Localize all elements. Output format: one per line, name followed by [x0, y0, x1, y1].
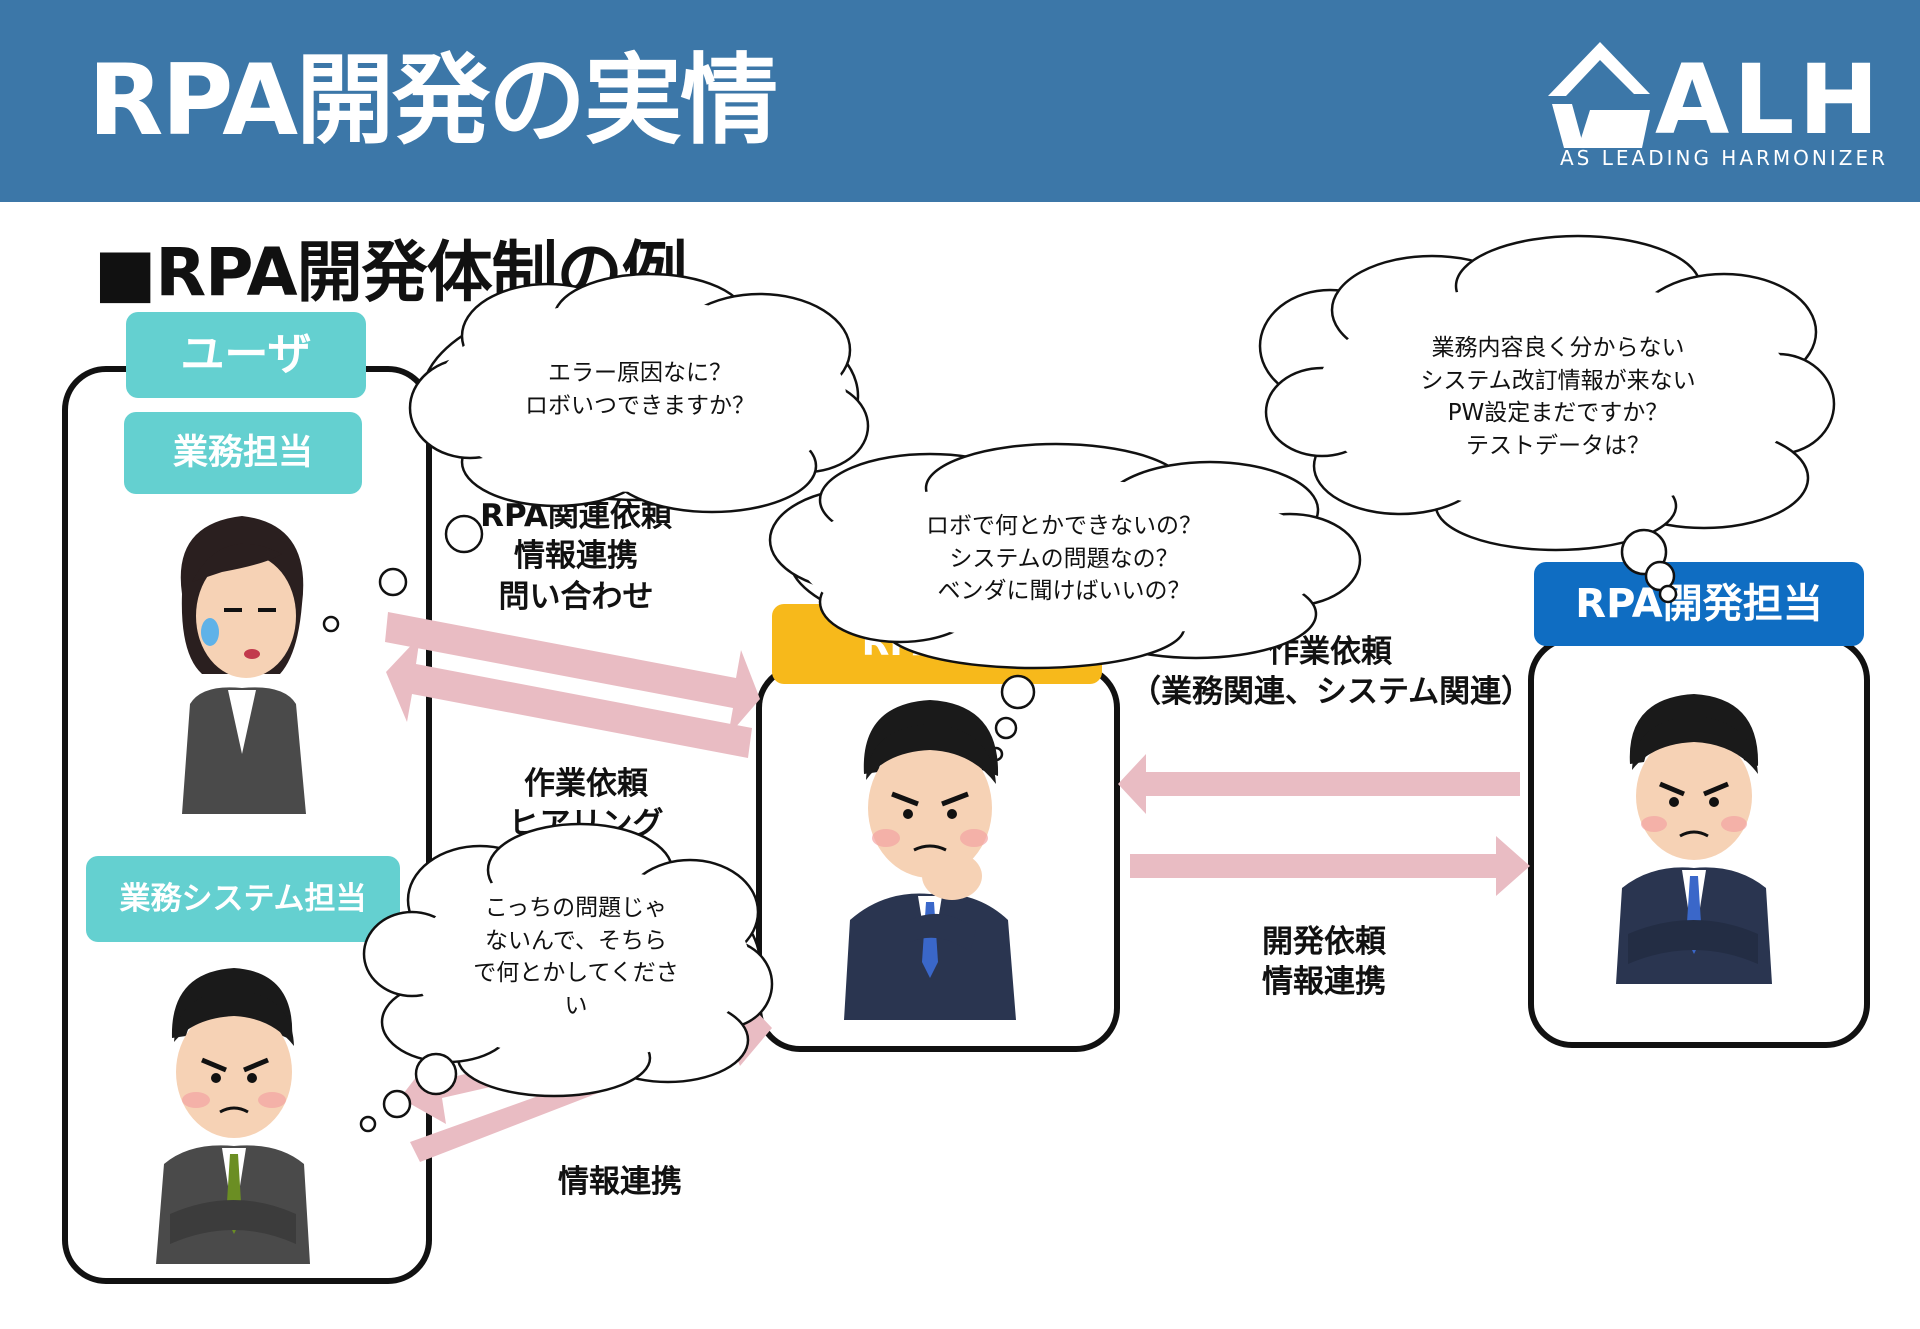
bubble-line: エラー原因なに？: [548, 360, 732, 386]
arrow-promoter-to-developer: [1130, 836, 1530, 896]
bubble-line: PW設定まだですか？: [1447, 400, 1669, 427]
arrow-developer-to-promoter: [1118, 754, 1520, 814]
bubble-line: ないんで、そちら: [485, 927, 667, 954]
flow-line: 情報連携: [558, 1164, 682, 1200]
system-thought-bubble: [359, 822, 774, 1133]
flow-user-to-promoter: RPA関連依頼 情報連携 問い合わせ: [466, 496, 686, 617]
flow-system-to-promoter: 情報連携: [520, 1162, 720, 1202]
bubble-line: テストデータは？: [1466, 432, 1650, 459]
flow-line: 作業依頼: [524, 766, 648, 802]
page-title: RPA開発の実情: [88, 44, 778, 158]
bubble-line: ロボいつできますか？: [525, 392, 755, 419]
arrow-promoter-to-user: [386, 636, 752, 758]
logo-tagline: AS LEADING HARMONIZER: [1560, 146, 1889, 170]
promoter-bubble-text: ロボで何とかできないの？ システムの問題なの？ ベンダに聞けばいいの？: [904, 510, 1224, 608]
bubble-line: システム改訂情報が来ない: [1420, 367, 1696, 394]
flow-line: 問い合わせ: [498, 578, 654, 615]
arrow-user-to-promoter: [385, 612, 760, 736]
bubble-line: 業務内容良く分からない: [1431, 335, 1685, 361]
system-man-icon: [156, 968, 310, 1264]
bubble-line: ロボで何とかできないの？: [926, 513, 1202, 539]
promoter-man-icon: [844, 700, 1016, 1020]
promoter-thought-bubble: [768, 442, 1362, 762]
flow-promoter-to-developer: 開発依頼 情報連携: [1224, 922, 1424, 1003]
flow-line: （業務関連、システム関連）: [1130, 674, 1533, 711]
logo-wordmark: ALH: [1655, 44, 1883, 156]
bubble-line: システムの問題なの？: [949, 545, 1179, 572]
system-bubble-text: こっちの問題じゃ ないんで、そちら で何とかしてくださ い: [456, 892, 696, 1023]
flow-line: 情報連携: [1262, 964, 1386, 1001]
header-bar: [0, 0, 1920, 202]
bubble-line: ベンダに聞けばいいの？: [937, 578, 1191, 605]
bubble-line: で何とかしてくださ: [473, 960, 679, 987]
business-thought-bubble: [322, 272, 870, 633]
bubble-line: い: [564, 992, 588, 1019]
flow-line: 開発依頼: [1262, 924, 1386, 960]
business-bubble-text: エラー原因なに？ ロボいつできますか？: [500, 357, 780, 422]
alh-logo-mark-icon: [1548, 42, 1650, 148]
bubble-line: こっちの問題じゃ: [484, 895, 668, 921]
developer-label: RPA開発担当: [1534, 562, 1864, 646]
business-label: 業務担当: [124, 412, 362, 494]
developer-thought-bubble: [1258, 234, 1836, 604]
business-woman-icon: [180, 516, 306, 814]
flow-line: 情報連携: [514, 538, 638, 575]
user-label: ユーザ: [126, 312, 366, 398]
system-label: 業務システム担当: [86, 856, 400, 942]
developer-man-icon: [1616, 694, 1772, 984]
developer-bubble-text: 業務内容良く分からない システム改訂情報が来ない PW設定まだですか？ テストデ…: [1388, 332, 1728, 463]
